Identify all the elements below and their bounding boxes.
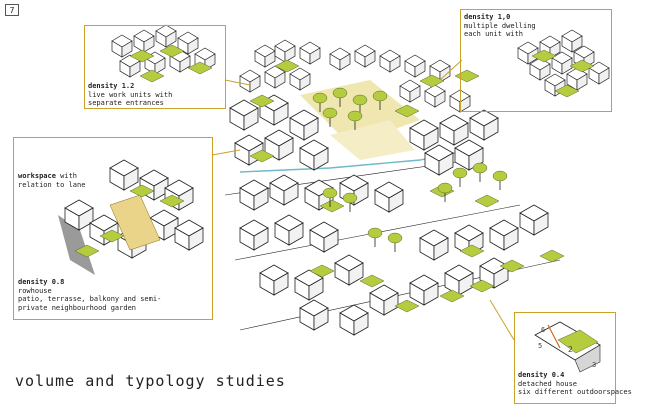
central-masterplan xyxy=(224,39,565,336)
callout-density-1-2-text: density 1.2 live work units with separat… xyxy=(88,82,172,108)
rowhouse-sketch xyxy=(58,159,204,275)
detached-num-3: 3 xyxy=(592,361,596,369)
density-1-0-line-1: multiple dwelling xyxy=(464,21,536,30)
density-0-8-line-1: rowhouse xyxy=(18,286,52,295)
detached-num-5: 5 xyxy=(538,342,542,350)
density-1-0-label: density 1,0 xyxy=(464,13,511,21)
density-0-4-line-1: detached house xyxy=(518,379,578,388)
density-0-4-label: density 0.4 xyxy=(518,371,565,379)
workspace-keyword: workspace xyxy=(18,172,56,180)
callout-rowhouse xyxy=(13,137,213,320)
density-1-2-line-2: separate entrances xyxy=(88,99,164,107)
leader-lines xyxy=(211,59,515,341)
callout-density-0-4-text: density 0.4 detached house six different… xyxy=(518,371,632,397)
detached-num-2: 2 xyxy=(568,345,573,354)
callout-density-1-0-text: density 1,0 multiple dwelling each unit … xyxy=(464,13,536,39)
density-0-8-line-3: private neighbourhood garden xyxy=(18,303,137,312)
callout-density-1-0 xyxy=(460,9,612,112)
callout-workspace-text: workspace with relation to lane xyxy=(18,172,85,189)
density-0-4-line-2: six different outdoorspaces xyxy=(518,388,632,396)
density-0-8-line-2: patio, terrasse, balkony and semi- xyxy=(18,295,162,303)
callout-density-0-4 xyxy=(514,312,616,404)
density-1-2-line-1: live work units with xyxy=(88,90,173,99)
workspace-line-1: relation to lane xyxy=(18,180,86,189)
page-title: volume and typology studies xyxy=(15,372,286,390)
density-1-0-line-2: each unit with xyxy=(464,30,524,38)
density-1-2-label: density 1.2 xyxy=(88,82,135,90)
callout-density-1-2 xyxy=(84,25,226,109)
detached-num-6: 6 xyxy=(541,326,545,334)
callout-density-0-8-text: density 0.8 rowhouse patio, terrasse, ba… xyxy=(18,278,161,312)
detached-house-sketch: 6 2 5 3 xyxy=(534,321,601,373)
page-number: 7 xyxy=(5,4,19,16)
workspace-keyword-suffix: with xyxy=(55,172,78,180)
density-0-8-label: density 0.8 xyxy=(18,278,65,286)
